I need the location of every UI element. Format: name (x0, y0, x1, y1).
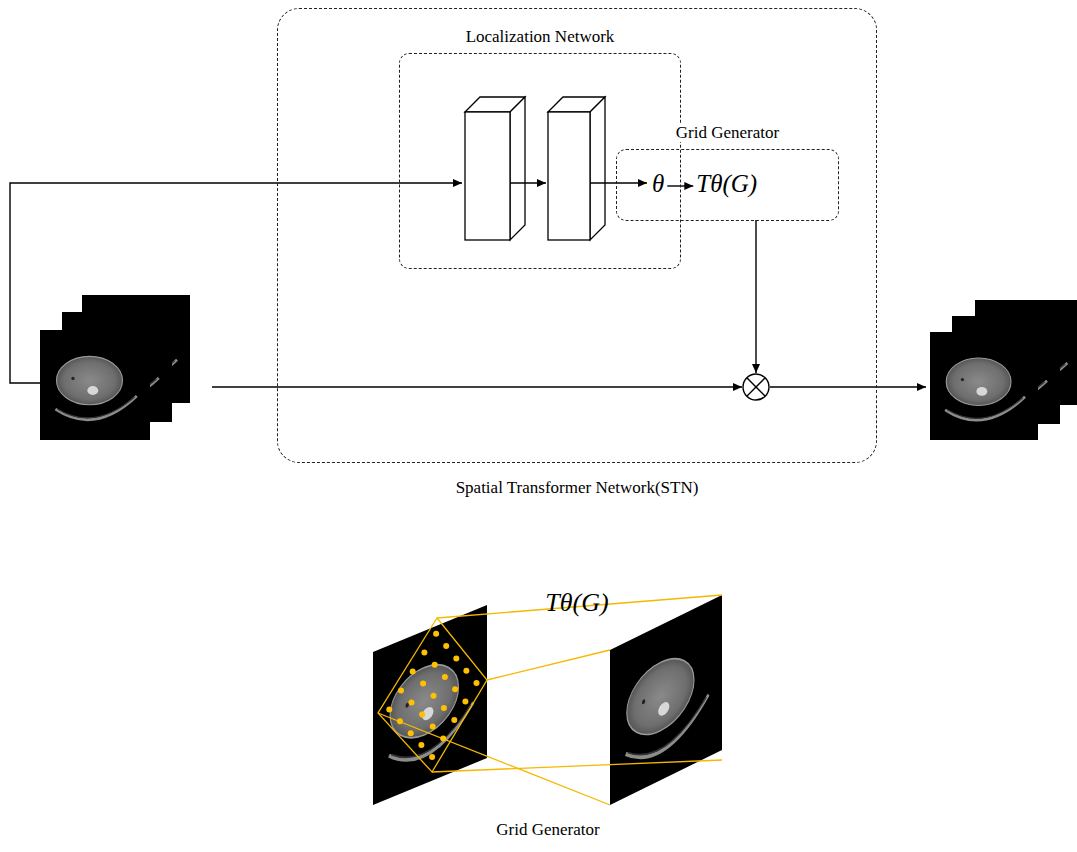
figure-line (770, 386, 926, 387)
figure-circle (431, 693, 437, 699)
target-plane (610, 595, 722, 805)
figure-line (747, 378, 765, 396)
figure-line (747, 378, 765, 396)
input-ct-stack (40, 295, 190, 440)
figure-use (610, 595, 722, 805)
figure-circle (440, 735, 446, 741)
stn-caption: Spatial Transformer Network(STN) (453, 478, 702, 497)
figure-g (373, 605, 487, 805)
figure-rect (465, 112, 510, 240)
figure-g (610, 595, 722, 805)
figure-circle (474, 680, 480, 686)
figure-use (930, 332, 1038, 440)
figure-circle (408, 730, 414, 736)
transform-symbol: Tθ(G) (696, 170, 757, 198)
theta-symbol: θ (652, 170, 664, 198)
figure-circle (419, 712, 425, 718)
figure-circle (463, 668, 469, 674)
figure-line (378, 713, 610, 805)
box-heading: Localization Network (360, 27, 720, 47)
box-heading: Spatial Transformer Network(STN) (238, 478, 916, 498)
figure-circle (443, 643, 449, 649)
figure-circle (410, 669, 416, 675)
figure-polyline (10, 183, 462, 383)
figure-circle (409, 700, 415, 706)
figure-circle (442, 674, 448, 680)
figure-circle (386, 706, 392, 712)
figure-circle (430, 723, 436, 729)
figure-circle (451, 717, 457, 723)
box-heading-text: Localization Network (463, 27, 618, 46)
figure-circle (429, 754, 435, 760)
figure-path (510, 97, 525, 240)
box-heading-text: Grid Generator (673, 123, 782, 142)
grid-generator-box: Grid GeneratorθTθ(G) (616, 149, 839, 221)
box-heading: Grid Generator (577, 123, 878, 143)
grid-points (386, 631, 479, 760)
figure-line (590, 182, 647, 183)
flow-arrows (10, 183, 926, 387)
figure-use (40, 330, 150, 440)
figure-use (373, 605, 487, 805)
figure-circle (432, 662, 438, 668)
figure-circle (398, 688, 404, 694)
figure-line (432, 760, 722, 772)
figure-circle (397, 718, 403, 724)
localization-box: Localization Network (399, 53, 681, 269)
figure-circle (462, 699, 468, 705)
figure-title: Tθ(G) (545, 588, 608, 618)
figure-line (510, 182, 546, 183)
figure-circle (420, 681, 426, 687)
figure-line (487, 650, 610, 680)
figure-circle (418, 742, 424, 748)
figure-path (590, 97, 605, 240)
source-plane (373, 605, 487, 805)
figure-rect (548, 112, 590, 240)
output-ct-stack (930, 300, 1077, 440)
figure-line (755, 220, 756, 373)
figure-circle (441, 705, 447, 711)
figure-circle (743, 374, 769, 400)
figure-polygon (378, 618, 487, 772)
figure-circle (452, 686, 458, 692)
figure-circle (433, 631, 439, 637)
conv-block (465, 97, 605, 240)
stn-box: Spatial Transformer Network(STN)Localiza… (277, 8, 877, 463)
figure-line (212, 386, 742, 387)
multiply-symbol (743, 374, 769, 400)
figure-circle (453, 655, 459, 661)
figure-circle (421, 650, 427, 656)
figure-caption: Grid Generator (496, 820, 599, 840)
sampling-grid (378, 595, 722, 805)
